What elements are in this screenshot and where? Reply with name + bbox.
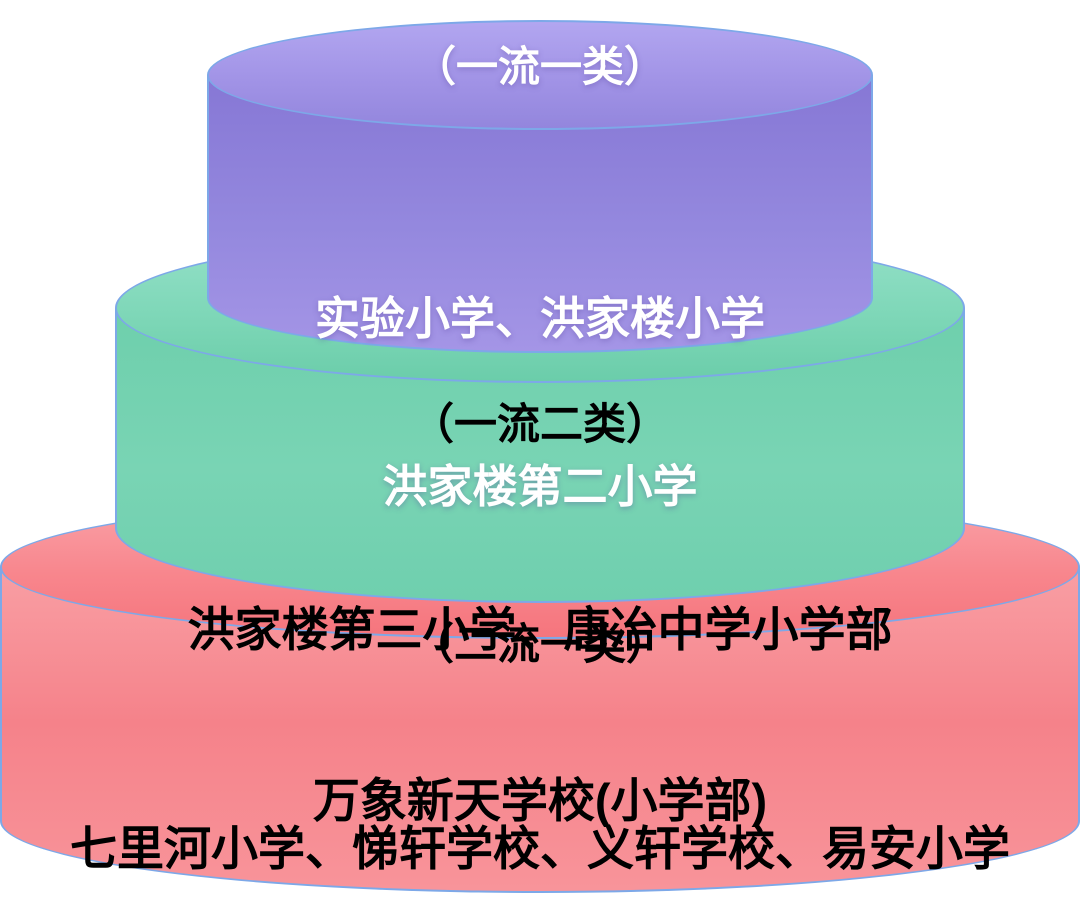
tier-1-school-line-2: 洪家楼第二小学 <box>382 461 698 512</box>
tier-1-title: （一流一类） <box>413 43 666 90</box>
tier-2-school-line-1: 洪家楼第三小学、唐冶中学小学部 <box>187 603 893 656</box>
tier-3-title: （二流一类） <box>411 621 669 669</box>
tier-1-top-ellipse <box>207 20 873 130</box>
tier-3-school-line-1: 七里河小学、悌轩学校、义轩学校、易安小学 <box>70 822 1010 875</box>
tier-2-school-line-2: 万象新天学校(小学部) <box>312 774 768 827</box>
tier-1-school-list: 实验小学、洪家楼小学 洪家楼第二小学 <box>0 179 1080 627</box>
tier-2-school-list: 洪家楼第三小学、唐冶中学小学部 万象新天学校(小学部) <box>0 487 1080 897</box>
tier-2-title: （一流二类） <box>411 401 669 449</box>
tier-3-school-list: 七里河小学、悌轩学校、义轩学校、易安小学 礼轩小学、明睿小学、唐官小学、 唐冶小… <box>0 691 1080 897</box>
tier-1-school-line-1: 实验小学、洪家楼小学 <box>314 293 765 344</box>
